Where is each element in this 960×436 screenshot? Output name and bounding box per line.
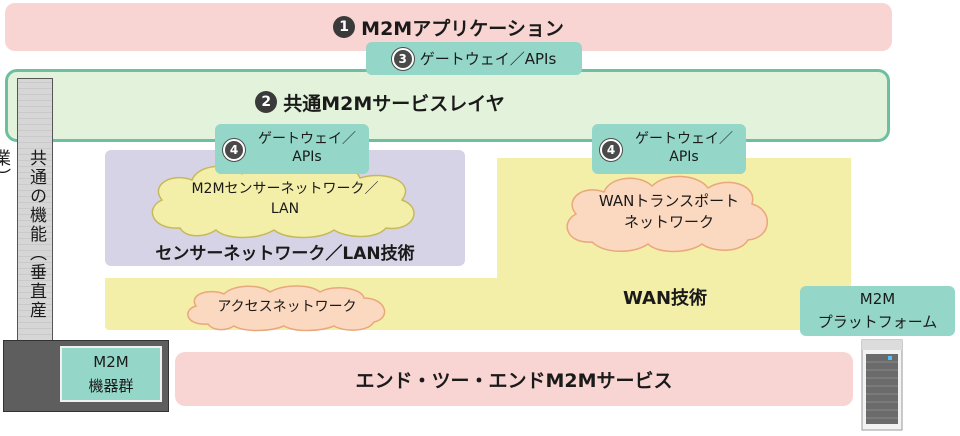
m2m-devices-box: M2M 機器群 [60, 346, 162, 402]
gateway-apis-top-label: ゲートウェイ／APIs [419, 50, 557, 68]
m2m-platform-box: M2M プラットフォーム [800, 286, 955, 336]
gateway-left-line1: ゲートウェイ／ [258, 131, 356, 147]
devices-line2: 機器群 [88, 377, 134, 395]
end-to-end-service-bar: エンド・ツー・エンドM2Mサービス [175, 352, 853, 406]
wan-cloud-shape [566, 175, 769, 253]
devices-line1: M2M [93, 353, 129, 371]
m2m-application-label: M2Mアプリケーション [361, 17, 564, 40]
number-badge-2: 2 [255, 91, 278, 113]
sensor-lan-tech-title: センサーネットワーク／LAN技術 [155, 243, 415, 264]
access-network-cloud: アクセスネットワーク [180, 284, 394, 332]
platform-line2: プラットフォーム [817, 313, 938, 331]
sensor-cloud-line2: LAN [270, 201, 300, 217]
gateway-right-line1: ゲートウェイ／ [635, 131, 733, 147]
service-layer-title: 2 共通M2Mサービスレイヤ [130, 84, 630, 120]
number-badge-4-left: 4 [223, 139, 245, 161]
number-badge-3: 3 [391, 47, 414, 70]
wan-cloud-line2: ネットワーク [623, 213, 714, 231]
platform-line1: M2M [859, 290, 896, 308]
sensor-cloud-shape [151, 162, 415, 239]
vertical-industry-column: 共通の機能（垂直産業） [0, 78, 53, 342]
server-icon [860, 338, 904, 432]
wan-cloud-line1: WANトランスポート [598, 192, 740, 210]
gateway-apis-right: 4 ゲートウェイ／ APIs [592, 124, 746, 174]
service-layer-label: 共通M2Mサービスレイヤ [283, 92, 505, 115]
gateway-left-line2: APIs [292, 149, 322, 165]
number-badge-4-right: 4 [600, 139, 622, 161]
sensor-cloud-line1: M2Mセンサーネットワーク／ [191, 181, 379, 197]
vertical-industry-label: 共通の機能（垂直産業） [0, 149, 46, 320]
gateway-apis-top: 3 ゲートウェイ／APIs [366, 42, 582, 75]
number-badge-1: 1 [333, 16, 356, 38]
access-cloud-label: アクセスネットワーク [217, 299, 357, 315]
gateway-right-line2: APIs [669, 149, 699, 165]
wan-tech-title: WAN技術 [622, 288, 708, 309]
access-cloud-shape [187, 285, 386, 332]
wan-transport-cloud: WANトランスポート ネットワーク [558, 170, 780, 254]
sensor-network-cloud: M2Mセンサーネットワーク／ LAN [140, 158, 430, 240]
gateway-apis-left: 4 ゲートウェイ／ APIs [215, 124, 369, 174]
end-to-end-label: エンド・ツー・エンドM2Mサービス [355, 369, 673, 392]
